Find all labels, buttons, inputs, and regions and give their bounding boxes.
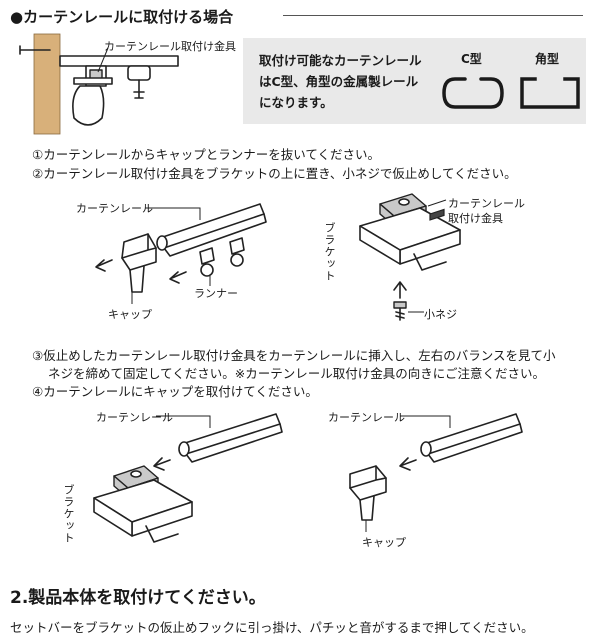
rail-label-fig2: カーテンレール — [76, 202, 153, 215]
cap-label-fig3: キャップ — [362, 536, 406, 549]
step-1: ①カーテンレールからキャップとランナーを抜いてください。 — [32, 147, 380, 162]
fitting-label-line2: 取付け金具 — [448, 212, 503, 225]
step-4: ④カーテンレールにキャップを取付けてください。 — [32, 384, 318, 399]
heading-rule — [283, 15, 583, 16]
square-type-label: 角型 — [535, 52, 560, 66]
step-2: ②カーテンレール取付け金具をブラケットの上に置き、小ネジで仮止めしてください。 — [32, 166, 517, 181]
cap-label-fig2: キャップ — [108, 308, 152, 321]
rail-type-note: 取付け可能なカーテンレール はC型、角型の金属製レール になります。 C型 角型 — [243, 38, 586, 124]
note-line-3: になります。 — [259, 95, 333, 110]
c-type-label: C型 — [461, 52, 482, 66]
screw-label: 小ネジ — [424, 308, 457, 321]
step-3-line-2: ネジを締めて固定してください。※カーテンレール取付け金具の向きにご注意ください。 — [48, 366, 545, 381]
insert-fitting-illustration — [93, 413, 283, 543]
rail-label-fig3-right: カーテンレール — [328, 411, 405, 424]
rail-label-fig3-left: カーテンレール — [96, 411, 173, 424]
bracket-label-fig2: ブラケット — [323, 222, 336, 282]
bracket-label-fig3: ブラケット — [62, 484, 75, 544]
c-type-rail-icon — [442, 77, 504, 109]
runner-label: ランナー — [194, 287, 238, 300]
fitting-callout: カーテンレール取付け金具 — [104, 40, 236, 53]
section-2-instruction: セットバーをブラケットの仮止めフックに引っ掛け、パチッと音がするまで押してくださ… — [10, 620, 534, 635]
section-2-heading: 2.製品本体を取付けてください。 — [10, 588, 266, 608]
section-heading: ●カーテンレールに取付ける場合 — [10, 8, 234, 26]
square-type-rail-icon — [520, 77, 580, 109]
note-line-1: 取付け可能なカーテンレール — [259, 53, 422, 68]
step-3-line-1: ③仮止めしたカーテンレール取付け金具をカーテンレールに挿入し、左右のバランスを見… — [32, 348, 556, 363]
note-text: 取付け可能なカーテンレール はC型、角型の金属製レール になります。 — [259, 50, 422, 113]
bracket-screw-illustration — [359, 193, 461, 321]
attach-cap-illustration — [349, 413, 523, 532]
note-line-2: はC型、角型の金属製レール — [259, 74, 419, 89]
wall-mount-illustration — [19, 33, 179, 135]
fitting-label-line1: カーテンレール — [448, 197, 525, 210]
remove-cap-runner-illustration — [95, 203, 267, 304]
